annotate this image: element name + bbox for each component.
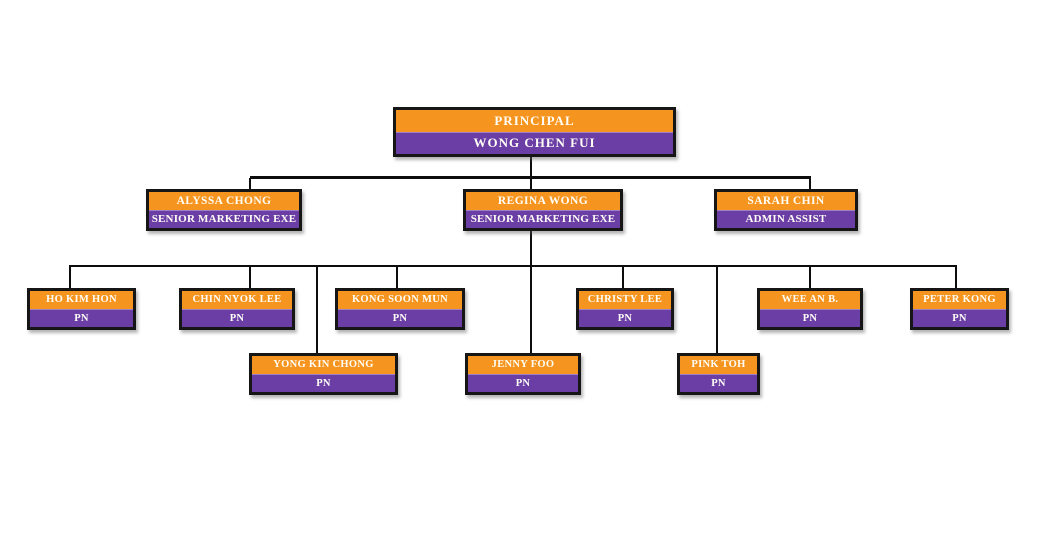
node-title: WEE AN B.: [760, 291, 860, 309]
connector-principal-down: [530, 157, 532, 190]
org-node-alyssa-chong[interactable]: ALYSSA CHONG SENIOR MARKETING EXE: [146, 189, 302, 231]
node-title: KONG SOON MUN: [338, 291, 462, 309]
connector-drop-pink-toh: [716, 266, 718, 354]
org-node-sarah-chin[interactable]: SARAH CHIN ADMIN ASSIST: [714, 189, 858, 231]
node-title: PRINCIPAL: [396, 110, 673, 132]
connector-level2-horizontal: [250, 176, 811, 179]
node-title: ALYSSA CHONG: [149, 192, 299, 210]
node-subtitle: PN: [338, 308, 462, 327]
connector-drop-yong-kin-chong: [316, 266, 318, 354]
connector-drop-sarah: [809, 178, 811, 190]
node-subtitle: PN: [468, 373, 578, 392]
node-title: YONG KIN CHONG: [252, 356, 395, 374]
node-subtitle: SENIOR MARKETING EXE: [149, 209, 299, 228]
node-subtitle: PN: [579, 308, 671, 327]
org-node-kong-soon-mun[interactable]: KONG SOON MUN PN: [335, 288, 465, 330]
connector-drop-christy-lee: [622, 266, 624, 289]
node-title: HO KIM HON: [30, 291, 133, 309]
org-node-peter-kong[interactable]: PETER KONG PN: [910, 288, 1009, 330]
node-subtitle: PN: [680, 373, 757, 392]
node-subtitle: PN: [252, 373, 395, 392]
node-title: SARAH CHIN: [717, 192, 855, 210]
org-node-chin-nyok-lee[interactable]: CHIN NYOK LEE PN: [179, 288, 295, 330]
connector-level3-horizontal: [69, 265, 957, 267]
node-subtitle: PN: [30, 308, 133, 327]
node-subtitle: PN: [913, 308, 1006, 327]
connector-drop-wee-an-b: [809, 266, 811, 289]
org-node-regina-wong[interactable]: REGINA WONG SENIOR MARKETING EXE: [463, 189, 623, 231]
node-title: CHRISTY LEE: [579, 291, 671, 309]
node-subtitle: ADMIN ASSIST: [717, 209, 855, 228]
org-node-jenny-foo[interactable]: JENNY FOO PN: [465, 353, 581, 395]
org-node-pink-toh[interactable]: PINK TOH PN: [677, 353, 760, 395]
node-title: REGINA WONG: [466, 192, 620, 210]
node-subtitle: PN: [760, 308, 860, 327]
connector-drop-alyssa: [249, 178, 251, 190]
connector-drop-ho-kim-hon: [69, 266, 71, 289]
org-node-principal[interactable]: PRINCIPAL WONG CHEN FUI: [393, 107, 676, 157]
org-node-yong-kin-chong[interactable]: YONG KIN CHONG PN: [249, 353, 398, 395]
org-node-wee-an-b[interactable]: WEE AN B. PN: [757, 288, 863, 330]
org-node-ho-kim-hon[interactable]: HO KIM HON PN: [27, 288, 136, 330]
connector-drop-chin-nyok-lee: [249, 266, 251, 289]
node-subtitle: SENIOR MARKETING EXE: [466, 209, 620, 228]
org-node-christy-lee[interactable]: CHRISTY LEE PN: [576, 288, 674, 330]
node-title: JENNY FOO: [468, 356, 578, 374]
node-subtitle: PN: [182, 308, 292, 327]
node-title: PETER KONG: [913, 291, 1006, 309]
node-subtitle: WONG CHEN FUI: [396, 131, 673, 154]
node-title: CHIN NYOK LEE: [182, 291, 292, 309]
node-title: PINK TOH: [680, 356, 757, 374]
connector-regina-down: [530, 230, 532, 354]
connector-drop-kong-soon-mun: [396, 266, 398, 289]
connector-drop-peter-kong: [955, 266, 957, 289]
